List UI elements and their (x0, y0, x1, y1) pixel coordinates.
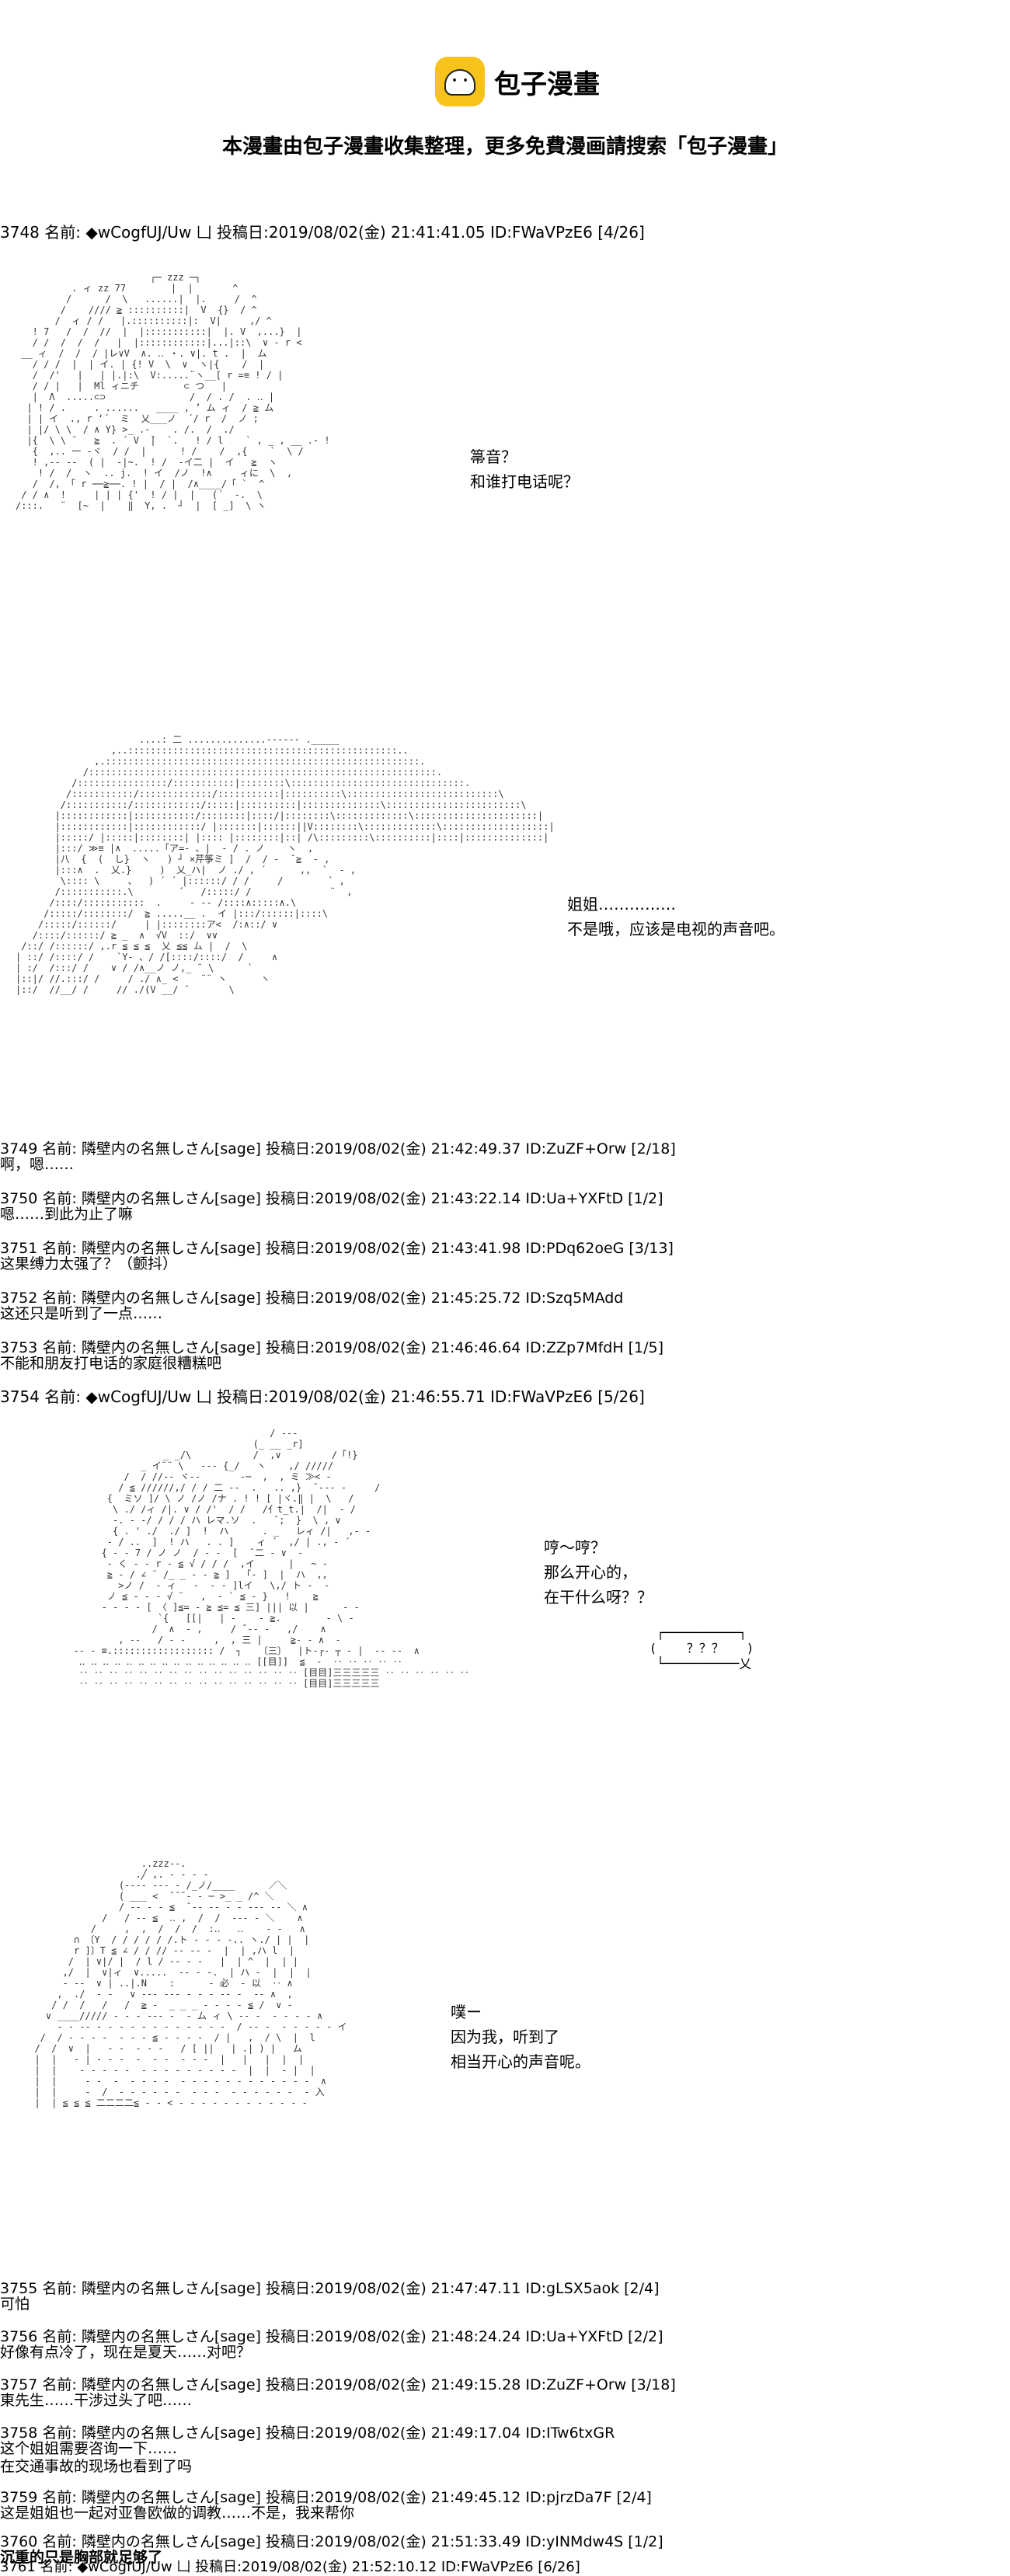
post-header: 3754 名前: ◆wCogfUJ/Uw 凵 投稿日:2019/08/02(金)… (0, 1387, 645, 1406)
speech-panel-2: 姐姐…………… 不是哦，应该是电视的声音吧。 (567, 892, 785, 942)
speech-line: 箒音？ (470, 447, 517, 466)
reply-header: 3752 名前: 隣壁内の名無しさん[sage] 投稿日:2019/08/02(… (0, 1290, 624, 1307)
reply-header: 3749 名前: 隣壁内の名無しさん[sage] 投稿日:2019/08/02(… (0, 1140, 676, 1157)
reply-body: 可怕 (0, 2296, 30, 2313)
reply-body: 不能和朋友打电话的家庭很糟糕吧 (0, 1355, 222, 1372)
speech-line: 哼〜哼？ (544, 1538, 606, 1557)
reply-header: 3756 名前: 隣壁内の名無しさん[sage] 投稿日:2019/08/02(… (0, 2328, 663, 2345)
reply-header: 3751 名前: 隣壁内の名無しさん[sage] 投稿日:2019/08/02(… (0, 1240, 674, 1257)
logo-text: 包子漫畫 (494, 68, 600, 100)
ascii-art-panel-3: / ‐‐‐ (_ __ _r] _ _/\ / ,∨ /「!} _ イ¨¨ \ … (73, 1428, 469, 1689)
speech-panel-1: 箒音？ 和谁打电话呢？ (470, 444, 579, 494)
speech-panel-4: 噗ー 因为我，听到了 相当开心的声音呢。 (451, 2000, 590, 2074)
reply-body: 这果缚力太强了？（颤抖） (0, 1255, 178, 1272)
site-header: 包子漫畫 本漫畫由包子漫畫收集整理，更多免費漫画請搜索「包子漫畫」 (0, 54, 1010, 158)
speech-line: 在干什么呀？？ (544, 1588, 653, 1607)
reply-header: 3750 名前: 隣壁内の名無しさん[sage] 投稿日:2019/08/02(… (0, 1190, 663, 1207)
site-logo[interactable]: 包子漫畫 (435, 54, 600, 109)
thought-text: ？？？ (686, 1641, 724, 1655)
speech-line: 噗ー (451, 2003, 482, 2021)
reply-body: 这还只是听到了一点…… (0, 1305, 163, 1322)
site-subtitle: 本漫畫由包子漫畫收集整理，更多免費漫画請搜索「包子漫畫」 (221, 135, 788, 158)
speech-line: 姐姐…………… (567, 895, 676, 914)
bun-logo-icon (435, 57, 485, 106)
post-header: 3761 名前: ◆wCogfUJ/Uw 凵 投稿日:2019/08/02(金)… (0, 2559, 580, 2575)
ascii-art-panel-2: ....: 二 ..............------ ._____ ,..:… (16, 734, 555, 995)
reply-body: 这个姐姐需要咨询一下…… 在交通事故的现场也看到了吗 (0, 2440, 193, 2475)
reply-body: 啊，嗯…… (0, 1156, 75, 1173)
reply-body: 这是姐姐也一起对亚鲁欧做的调教……不是，我来帮你 (0, 2505, 355, 2522)
speech-line: 那么开心的， (544, 1563, 637, 1582)
reply-header: 3753 名前: 隣壁内の名無しさん[sage] 投稿日:2019/08/02(… (0, 1339, 664, 1356)
thought-bubble: ┌──────────┐ ( ？？？ ) └──────────乂 (649, 1625, 754, 1671)
ascii-art-panel-1: ┌─ zzz ─┐ . ィ zz 77 | | ^ / / \ ......| … (16, 272, 330, 511)
reply-body: 好像有点冷了，现在是夏天……对吧？ (0, 2344, 252, 2361)
reply-header: 3759 名前: 隣壁内の名無しさん[sage] 投稿日:2019/08/02(… (0, 2489, 652, 2506)
reply-header: 3757 名前: 隣壁内の名無しさん[sage] 投稿日:2019/08/02(… (0, 2376, 676, 2393)
speech-panel-3: 哼〜哼？ 那么开心的， 在干什么呀？？ (544, 1535, 653, 1610)
reply-body: 沉重的只是胸部就足够了 (0, 2549, 163, 2566)
speech-line: 相当开心的声音呢。 (451, 2052, 590, 2071)
ascii-art-panel-4: ..zzz‐‐. .╱ ,. ‐ ‐ ‐ ‐ (‐‐‐‐ ‐‐‐ ‐ /_ノ/_… (34, 1858, 347, 2108)
speech-line: 和谁打电话呢？ (470, 472, 579, 491)
reply-body: 東先生……干涉过头了吧…… (0, 2392, 193, 2409)
reply-body: 嗯……到此为止了嘛 (0, 1206, 134, 1223)
speech-line: 因为我，听到了 (451, 2028, 559, 2046)
reply-header: 3760 名前: 隣壁内の名無しさん[sage] 投稿日:2019/08/02(… (0, 2533, 663, 2550)
post-header: 3748 名前: ◆wCogfUJ/Uw 凵 投稿日:2019/08/02(金)… (0, 223, 645, 242)
reply-header: 3758 名前: 隣壁内の名無しさん[sage] 投稿日:2019/08/02(… (0, 2425, 615, 2442)
reply-header: 3755 名前: 隣壁内の名無しさん[sage] 投稿日:2019/08/02(… (0, 2280, 660, 2297)
speech-line: 不是哦，应该是电视的声音吧。 (567, 920, 785, 938)
